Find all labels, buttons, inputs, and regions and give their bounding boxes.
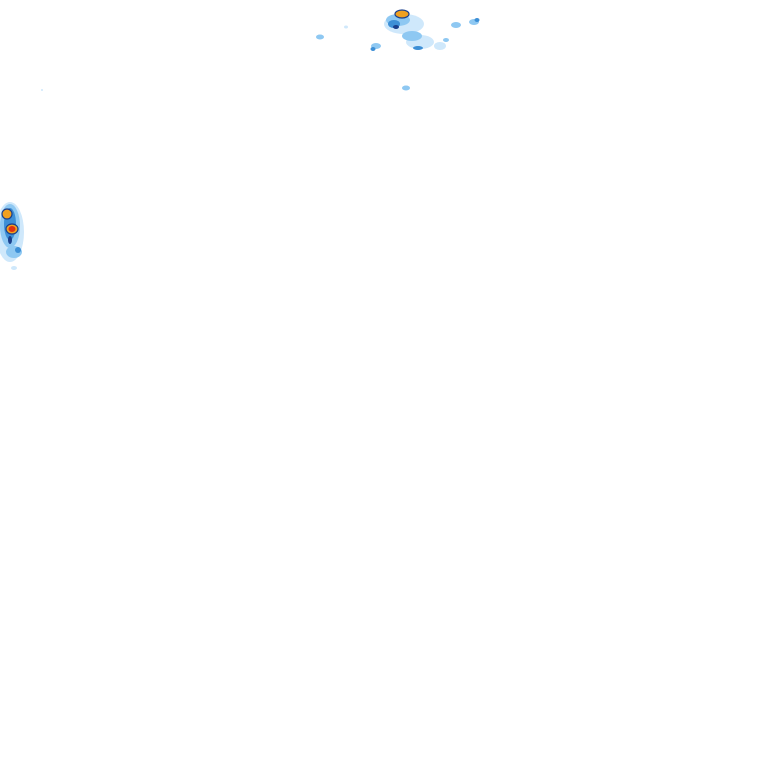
precip-blob: [8, 226, 16, 232]
precip-blob: [443, 38, 449, 42]
precip-blob: [1, 208, 13, 220]
precip-blob: [395, 10, 409, 18]
precip-blob: [2, 209, 12, 219]
precip-blob: [8, 236, 12, 244]
precip-blob: [41, 89, 43, 91]
precip-blob: [434, 42, 446, 50]
precip-blob: [402, 85, 410, 91]
precip-blob: [393, 25, 399, 29]
precip-blob: [413, 46, 423, 50]
cell-north-cluster: [316, 9, 480, 91]
precip-blob: [15, 247, 21, 253]
precip-blob: [370, 47, 376, 51]
precip-blob: [344, 25, 348, 29]
precip-blob: [11, 266, 17, 270]
precip-blob: [451, 22, 461, 28]
cell-west-cluster: [0, 89, 43, 270]
precip-blob: [402, 31, 422, 41]
precip-blob: [316, 34, 324, 40]
precip-blob: [5, 223, 19, 235]
precip-blob: [474, 18, 480, 22]
precip-blob: [394, 9, 410, 19]
